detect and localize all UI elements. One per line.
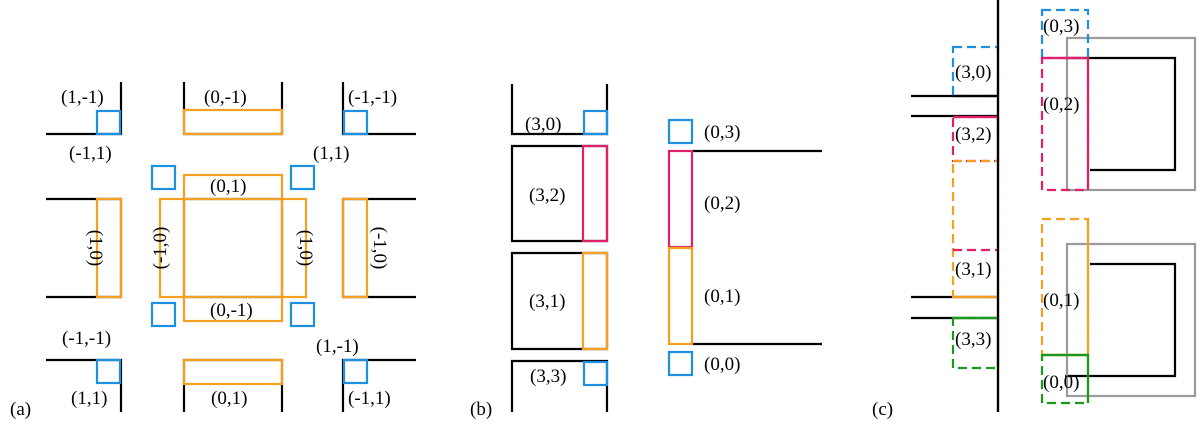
orange-rect bbox=[280, 197, 308, 299]
label-a-center-right-vert: (1,0) bbox=[295, 230, 316, 266]
orange-rect bbox=[581, 251, 609, 351]
label-c-left-bottom: (3,3) bbox=[955, 329, 991, 350]
panel-a: (1,-1) (0,-1) (-1,-1) (-1,1) (1,1) (0,1)… bbox=[10, 82, 416, 420]
center-square bbox=[182, 197, 284, 299]
label-a-bottom-left: (1,1) bbox=[71, 388, 107, 409]
label-b-left-top: (3,0) bbox=[525, 114, 561, 135]
label-c-right-bottom: (0,0) bbox=[1043, 372, 1079, 393]
panel-c: (3,0) (3,2) (3,1) (3,3) (0,3) (0,2) (0,1… bbox=[872, 0, 1197, 420]
blue-square bbox=[342, 358, 369, 385]
panel-b-tag: (b) bbox=[470, 399, 492, 420]
label-c-right-lower: (0,1) bbox=[1043, 290, 1079, 311]
pink-dashed-rect bbox=[1040, 56, 1090, 192]
label-c-left-upper: (3,2) bbox=[955, 124, 991, 145]
orange-rect bbox=[182, 358, 284, 386]
blue-square bbox=[667, 118, 694, 145]
edge-c-upper-square bbox=[1065, 56, 1177, 172]
orange-rect bbox=[341, 197, 369, 299]
orange-dashed-rect bbox=[1040, 217, 1090, 357]
pink-rect bbox=[667, 149, 694, 249]
label-b-left-bottom: (3,3) bbox=[530, 366, 566, 387]
label-a-center-top: (0,1) bbox=[210, 176, 246, 197]
label-a-right-vert: (-1,0) bbox=[369, 227, 390, 270]
label-b-left-lower: (3,1) bbox=[529, 291, 565, 312]
label-b-right-bottom: (0,0) bbox=[704, 354, 740, 375]
label-c-left-top: (3,0) bbox=[955, 62, 991, 83]
orange-rect bbox=[182, 173, 284, 201]
edge-b-top bbox=[510, 84, 609, 136]
label-b-right-upper: (0,2) bbox=[704, 193, 740, 214]
blue-square bbox=[582, 360, 609, 387]
pink-solid-edge bbox=[1042, 56, 1090, 190]
label-a-lower-right-diag: (1,-1) bbox=[316, 336, 359, 357]
blue-square bbox=[667, 350, 694, 377]
edge-c-lower-square bbox=[1065, 262, 1177, 378]
label-a-bottom-mid: (0,1) bbox=[211, 388, 247, 409]
label-a-left-vert: (1,0) bbox=[85, 230, 106, 266]
green-solid-edge bbox=[1042, 353, 1090, 403]
orange-solid-edge bbox=[1042, 219, 1090, 357]
panel-b: (3,0) (3,2) (3,1) (3,3) (0,3) (0,2) (0,1… bbox=[470, 84, 822, 420]
orange-rect bbox=[95, 197, 123, 299]
blue-square bbox=[95, 358, 122, 385]
label-b-right-top: (0,3) bbox=[704, 122, 740, 143]
panel-a-tag: (a) bbox=[10, 399, 31, 420]
gray-frame bbox=[1065, 242, 1197, 398]
edge-b-bottom bbox=[510, 359, 609, 412]
label-a-center-bottom: (0,-1) bbox=[210, 300, 253, 321]
label-a-top-right: (-1,-1) bbox=[348, 87, 397, 108]
blue-square bbox=[582, 109, 609, 136]
orange-rect bbox=[182, 108, 284, 136]
label-b-left-upper: (3,2) bbox=[529, 185, 565, 206]
label-a-bottom-right: (-1,1) bbox=[348, 388, 391, 409]
pink-rect bbox=[581, 144, 609, 243]
label-a-top-left: (1,-1) bbox=[61, 87, 104, 108]
gray-frame bbox=[1065, 36, 1197, 192]
panel-c-tag: (c) bbox=[872, 399, 893, 420]
label-a-top-mid: (0,-1) bbox=[204, 87, 247, 108]
blue-square bbox=[95, 109, 122, 136]
panel-a-orange-rects bbox=[95, 108, 369, 386]
label-a-upper-left-diag: (-1,1) bbox=[69, 143, 112, 164]
blue-square bbox=[150, 301, 177, 328]
blue-square bbox=[289, 301, 316, 328]
label-a-upper-right-diag: (1,1) bbox=[313, 143, 349, 164]
label-a-center-left-vert: (-1,0) bbox=[150, 227, 171, 270]
blue-square bbox=[289, 164, 316, 191]
orange-rect bbox=[158, 197, 186, 299]
orange-rect bbox=[667, 246, 694, 346]
label-c-right-top: (0,3) bbox=[1043, 16, 1079, 37]
blue-square bbox=[150, 164, 177, 191]
edge-left bbox=[46, 197, 123, 299]
panel-a-blue-squares bbox=[95, 109, 369, 385]
label-b-right-lower: (0,1) bbox=[704, 286, 740, 307]
label-a-lower-left-diag: (-1,-1) bbox=[62, 328, 111, 349]
label-c-right-upper: (0,2) bbox=[1043, 94, 1079, 115]
orange-rect bbox=[182, 295, 284, 323]
label-c-left-lower: (3,1) bbox=[955, 259, 991, 280]
blue-square bbox=[342, 109, 369, 136]
